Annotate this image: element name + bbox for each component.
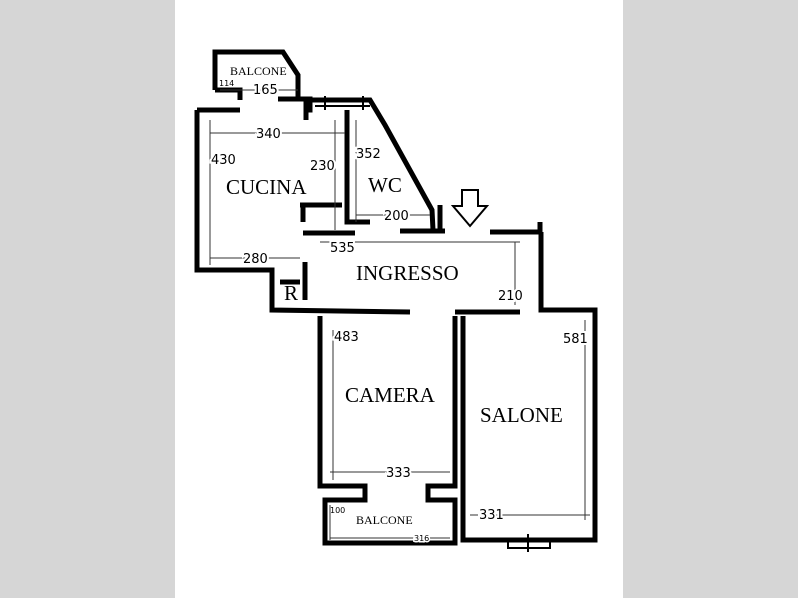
room-label-camera: CAMERA [345, 383, 436, 407]
dim-165: 165 [253, 83, 278, 98]
dim-581: 581 [563, 332, 588, 347]
dim-430: 430 [211, 153, 236, 168]
dim-230: 230 [310, 159, 335, 174]
dim-352: 352 [356, 147, 381, 162]
room-label-wc: WC [368, 173, 402, 197]
dim-210: 210 [498, 289, 523, 304]
room-label-balcone-bottom: BALCONE [356, 513, 413, 527]
dim-331: 331 [479, 508, 504, 523]
dim-340: 340 [256, 127, 281, 142]
room-label-cucina: CUCINA [226, 175, 307, 199]
walls [194, 49, 598, 552]
dim-100: 100 [330, 506, 345, 515]
room-label-salone: SALONE [480, 403, 563, 427]
dim-483: 483 [334, 330, 359, 345]
room-label-ingresso: INGRESSO [356, 261, 459, 285]
room-label-balcone-top: BALCONE [230, 64, 287, 78]
dim-333: 333 [386, 466, 411, 481]
floor-plan-sheet [175, 0, 623, 598]
dim-316: 316 [414, 534, 429, 543]
dim-535: 535 [330, 241, 355, 256]
dimension-lines [209, 89, 590, 540]
entrance-arrow-icon [450, 189, 490, 228]
dim-200: 200 [384, 209, 409, 224]
dim-280: 280 [243, 252, 268, 267]
dim-114: 114 [219, 79, 234, 88]
room-label-r: R [284, 281, 298, 305]
